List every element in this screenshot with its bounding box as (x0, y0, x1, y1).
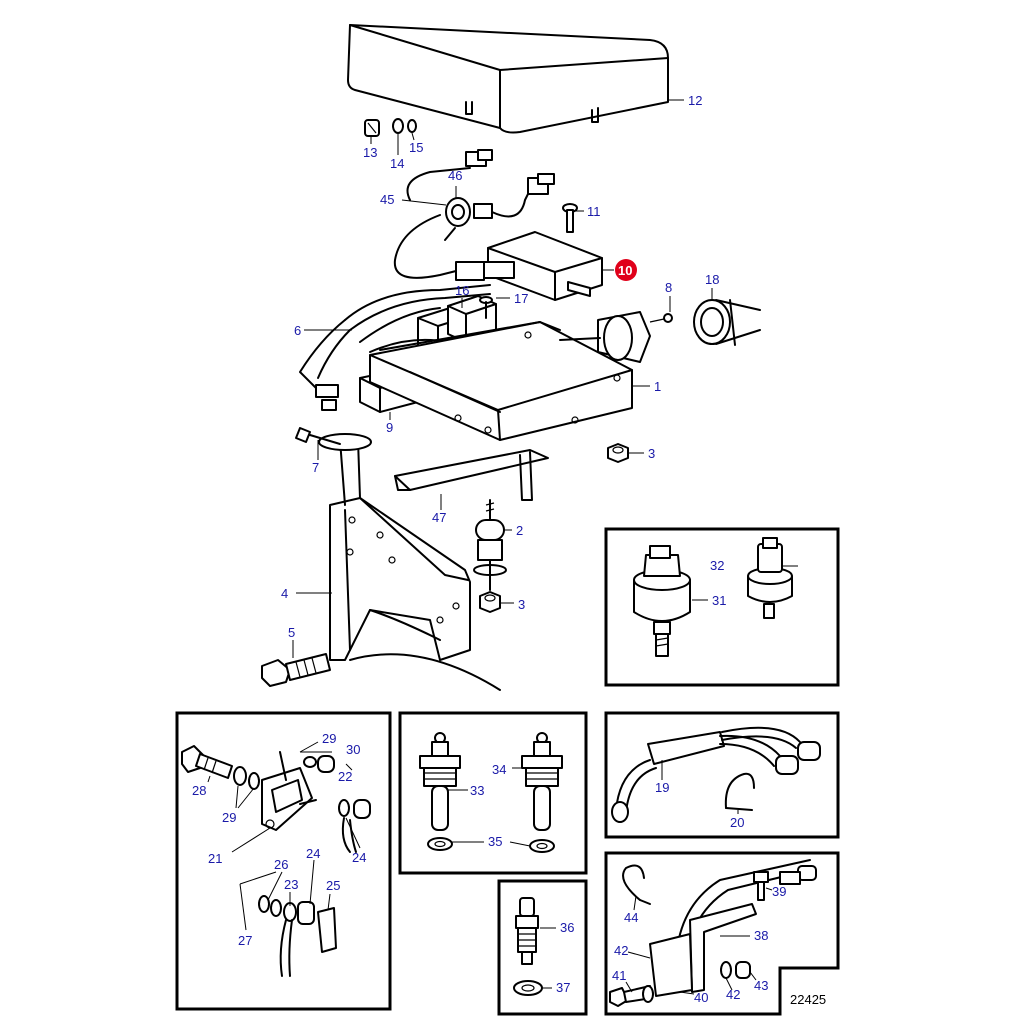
part-temp-sender-a[interactable] (419, 732, 461, 851)
callout-30: 30 (346, 742, 360, 757)
part-cover-washers[interactable] (392, 118, 417, 134)
part-cover-screw[interactable] (364, 119, 380, 137)
callout-47: 47 (432, 510, 446, 525)
callout-22: 22 (338, 769, 352, 784)
callout-29-top: 29 (322, 731, 336, 746)
part-adapter-cable[interactable] (611, 726, 821, 823)
callout-38: 38 (754, 928, 768, 943)
callout-36: 36 (560, 920, 574, 935)
part-bracket-bolt-41[interactable] (609, 985, 654, 1007)
part-cover-box[interactable] (347, 24, 669, 134)
panel-adapter-cable: 19 20 (604, 711, 840, 839)
callout-29: 29 (222, 810, 236, 825)
callout-27: 27 (238, 933, 252, 948)
callout-5: 5 (288, 625, 295, 640)
part-sender-36[interactable] (515, 897, 539, 965)
callout-6: 6 (294, 323, 301, 338)
callout-44: 44 (624, 910, 638, 925)
callout-28: 28 (192, 783, 206, 798)
part-seal-ring-37[interactable] (513, 980, 543, 996)
main-leader-lines (292, 99, 713, 658)
callout-19: 19 (655, 780, 669, 795)
callout-35: 35 (488, 834, 502, 849)
callout-12: 12 (688, 93, 702, 108)
callout-10: 10 (618, 263, 632, 278)
panel-pressure-senders: 31 32 (604, 527, 840, 687)
part-nut[interactable] (607, 443, 629, 463)
panel-terminal-bracket: 29 30 22 28 29 21 24 26 24 23 25 27 (175, 711, 392, 1011)
part-nut-lower[interactable] (479, 591, 501, 613)
callout-42-right: 42 (726, 987, 740, 1002)
part-pressure-sender-large[interactable] (633, 545, 691, 657)
panel-sensor-bracket: 39 38 44 42 41 40 42 43 (604, 851, 840, 1016)
callout-3-lower: 3 (518, 597, 525, 612)
part-screw-8[interactable] (649, 313, 673, 323)
callout-31: 31 (712, 593, 726, 608)
callout-18: 18 (705, 272, 719, 287)
callout-32: 32 (710, 558, 724, 573)
callout-3: 3 (648, 446, 655, 461)
callout-13: 13 (363, 145, 377, 160)
callout-16: 16 (455, 283, 469, 298)
panel-temperature-senders: 33 34 35 (398, 711, 588, 875)
callout-46: 46 (448, 168, 462, 183)
callout-4: 4 (281, 586, 288, 601)
part-terminal-bolt[interactable] (181, 745, 233, 779)
drawing-number: 22425 (790, 992, 826, 1007)
part-cable-clip-44[interactable] (622, 864, 651, 905)
callout-45: 45 (380, 192, 394, 207)
callout-17: 17 (514, 291, 528, 306)
part-control-unit[interactable] (455, 231, 603, 301)
part-cable-lug[interactable] (258, 895, 337, 977)
part-bolt[interactable] (261, 653, 331, 687)
callout-21: 21 (208, 851, 222, 866)
part-screw-small[interactable] (479, 296, 493, 319)
callout-39: 39 (772, 884, 786, 899)
part-cable-clip[interactable] (724, 772, 755, 811)
part-rubber-mount[interactable] (473, 499, 507, 591)
callout-37: 37 (556, 980, 570, 995)
part-support-strap[interactable] (394, 449, 549, 501)
callout-24-right: 24 (352, 850, 366, 865)
part-terminal-block[interactable] (261, 751, 317, 831)
callout-42: 42 (614, 943, 628, 958)
callout-25: 25 (326, 878, 340, 893)
part-cable-tie[interactable] (295, 427, 341, 445)
callout-20: 20 (730, 815, 744, 830)
part-pressure-sender-small[interactable] (747, 537, 793, 619)
callout-11: 11 (587, 204, 601, 219)
callout-40: 40 (694, 990, 708, 1005)
callout-9: 9 (386, 420, 393, 435)
callout-14: 14 (390, 156, 404, 171)
callout-8: 8 (665, 280, 672, 295)
callout-7: 7 (312, 460, 319, 475)
callout-2: 2 (516, 523, 523, 538)
callout-15: 15 (409, 140, 423, 155)
callout-41: 41 (612, 968, 626, 983)
callout-23: 23 (284, 877, 298, 892)
callout-33: 33 (470, 783, 484, 798)
part-main-bracket[interactable] (318, 433, 501, 691)
part-bracket-screw-39[interactable] (753, 871, 769, 901)
part-cable-harness[interactable] (393, 149, 555, 279)
part-terminal-washers[interactable] (233, 766, 260, 790)
part-sensor-bracket[interactable] (649, 859, 817, 997)
callout-43: 43 (754, 978, 768, 993)
part-terminal-nuts[interactable] (303, 755, 371, 853)
part-screw[interactable] (562, 203, 578, 233)
callout-24: 24 (306, 846, 320, 861)
callout-10-highlight[interactable]: 10 (615, 259, 637, 281)
part-connector-plug[interactable] (559, 299, 761, 363)
callout-26: 26 (274, 857, 288, 872)
part-temp-sender-b[interactable] (521, 732, 563, 853)
panel-sender-36: 36 37 (497, 879, 588, 1016)
part-mounting-bracket[interactable] (369, 321, 633, 441)
callout-34: 34 (492, 762, 506, 777)
callout-1: 1 (654, 379, 661, 394)
